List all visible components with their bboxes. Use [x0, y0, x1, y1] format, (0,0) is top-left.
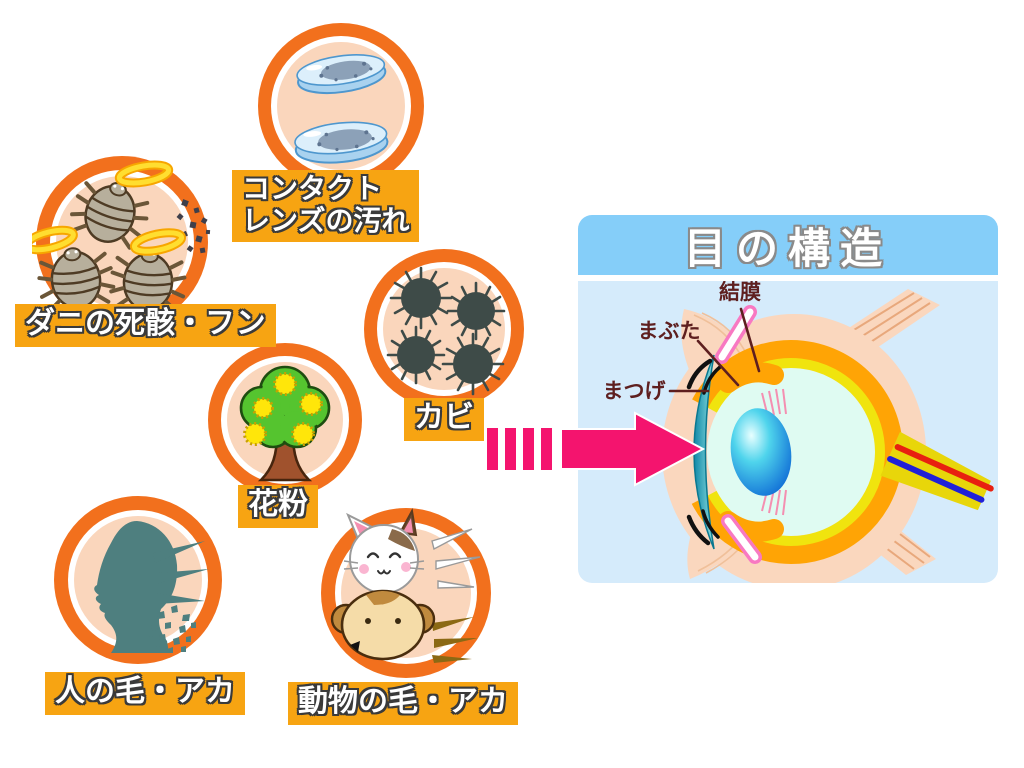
mold-circle	[363, 248, 525, 410]
cornea	[693, 354, 715, 550]
mold-icon	[364, 249, 524, 409]
conjunctiva-label: 結膜	[719, 281, 761, 304]
contact-lens-circle	[257, 22, 425, 190]
animal-hair-label: 動物の毛・アカ	[288, 682, 518, 725]
cat-face	[343, 507, 425, 594]
eye-panel-body: 結膜 まぶた まつげ	[578, 280, 998, 590]
pollen-circle	[207, 342, 363, 498]
animal-icon	[321, 507, 491, 678]
mold-label: カビ	[404, 398, 484, 441]
arrow-icon	[487, 411, 706, 487]
optic-nerve	[880, 431, 994, 511]
eye-annotations: 結膜 まぶた まつげ	[603, 280, 762, 403]
eye-panel-header: 目の構造	[578, 215, 998, 275]
cat-hairs	[431, 528, 481, 589]
eye-cross-section: 結膜 まぶた まつげ	[603, 280, 994, 590]
arrow-to-eye	[487, 411, 706, 491]
dog-hairs	[432, 617, 478, 663]
mites-label: ダニの死骸・フン	[15, 304, 276, 347]
mites-circle	[32, 152, 212, 332]
eye-panel-title: 目の構造	[683, 223, 892, 273]
contact-lens-icon	[258, 23, 424, 189]
contact-lens-label: コンタクト レンズの汚れ	[232, 170, 420, 243]
eye-structure-panel: 目の構造	[578, 215, 998, 590]
pollen-tree-icon	[208, 343, 362, 497]
dog-face	[330, 589, 436, 661]
dander-flakes	[147, 605, 196, 653]
contact-lens-label-line2: レンズの汚れ	[242, 204, 410, 238]
contact-lens-label-line1: コンタクト	[242, 172, 383, 205]
pollen-label: 花粉	[238, 485, 318, 528]
eyelashes-label: まつげ	[603, 379, 667, 403]
eyelid-label: まぶた	[638, 319, 701, 343]
mite-droppings	[176, 199, 211, 254]
halo-icon	[32, 160, 187, 256]
pollen-balls	[243, 372, 323, 446]
mite-1	[70, 181, 150, 250]
mites-icon	[32, 156, 211, 328]
mite-2	[37, 247, 116, 312]
human-hair-label: 人の毛・アカ	[45, 672, 245, 715]
human-head-icon	[54, 496, 222, 664]
lens	[730, 408, 792, 496]
human-hair-circle	[53, 495, 223, 665]
animal-hair-circle	[320, 507, 492, 679]
